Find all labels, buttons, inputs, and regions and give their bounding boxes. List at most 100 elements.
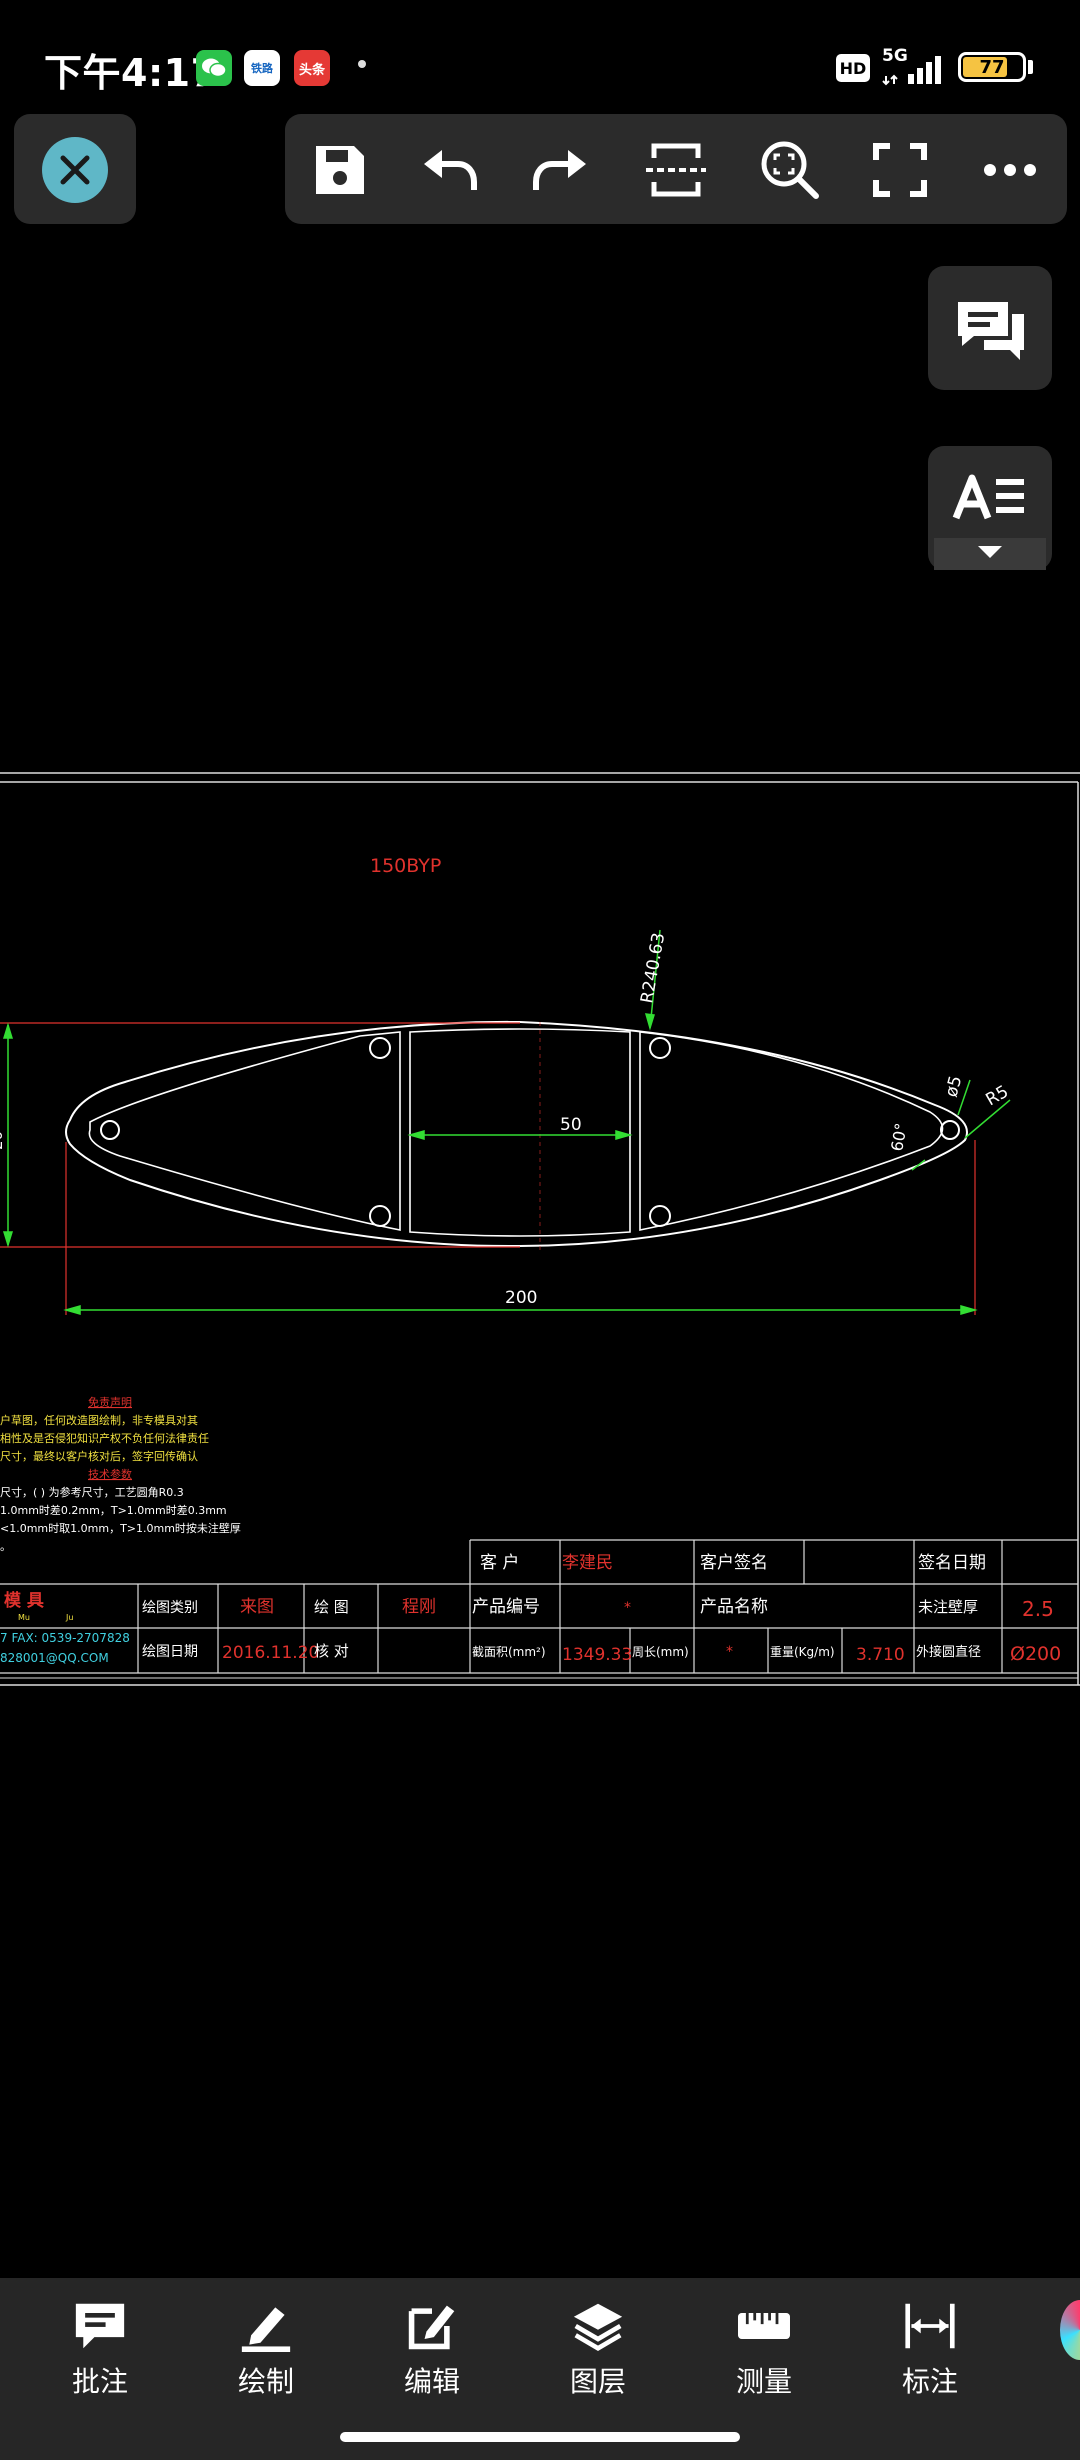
redo-button[interactable] [526, 136, 594, 204]
company-sub-ju: Ju [65, 1613, 73, 1622]
area-label: 截面积(mm²) [472, 1645, 546, 1659]
product-no-label: 产品编号 [472, 1597, 540, 1617]
nav-color-icon[interactable] [1060, 2300, 1080, 2360]
drawer-value: 程刚 [402, 1597, 436, 1617]
layers-icon [573, 2303, 623, 2351]
nav-layers-label: 图层 [569, 2365, 626, 2398]
redo-icon [533, 150, 586, 190]
nav-comment-label: 批注 [71, 2365, 128, 2398]
undo-icon [424, 150, 477, 190]
customer-value: 李建民 [562, 1553, 613, 1573]
comment-icon [75, 2303, 125, 2349]
railway-app-icon: 铁路 [244, 50, 280, 86]
nav-measure-label: 测量 [735, 2365, 792, 2398]
customer-sign-label: 客户签名 [700, 1553, 768, 1573]
comments-panel-button[interactable] [928, 266, 1052, 390]
home-indicator[interactable] [340, 2432, 740, 2442]
extension-lines [0, 1022, 976, 1315]
cad-drawing-canvas[interactable]: 150BYP R240.63 ø5 R5 60° 50 200 20 [0, 770, 1080, 1690]
wechat-icon [196, 50, 232, 86]
perimeter-value: * [726, 1644, 733, 1660]
network-label: 5G [882, 46, 908, 66]
signal-icon [882, 56, 941, 86]
dim-radius: R240.63 [637, 931, 669, 1005]
status-bar: 下午4:17 铁路 头条 HD 5G 77 [0, 0, 1080, 130]
notes-line-4: 尺寸，( ) 为参考尺寸，工艺圆角R0.3 [0, 1485, 184, 1499]
nav-edit[interactable]: 编辑 [362, 2300, 502, 2400]
drawing-title: 150BYP [370, 855, 441, 877]
text-style-button[interactable] [928, 446, 1052, 570]
nav-draw-label: 绘制 [237, 2365, 294, 2398]
zoom-extent-button[interactable] [756, 136, 824, 204]
hd-badge: HD [836, 54, 870, 82]
section-view-icon [646, 143, 706, 197]
drawer-label: 绘 图 [314, 1598, 349, 1616]
edit-icon [408, 2305, 455, 2350]
check-label: 核 对 [314, 1642, 349, 1660]
title-block-grid [0, 1539, 1078, 1674]
chat-icon [958, 302, 1024, 360]
notes-line-1: 相性及是否侵犯知识产权不负任何法律责任 [0, 1431, 209, 1445]
pencil-icon [241, 2307, 291, 2352]
notes-line-3: 技术参数 [88, 1467, 132, 1481]
product-no-value: * [624, 1600, 631, 1616]
status-time: 下午4:17 [44, 51, 218, 95]
dimension-icon [905, 2303, 955, 2349]
dimension-lines [2, 929, 1011, 1315]
railway-app-label: 铁路 [251, 62, 273, 75]
battery-level: 77 [979, 56, 1005, 78]
customer-label: 客 户 [480, 1553, 519, 1573]
dim-r5: R5 [983, 1082, 1013, 1111]
text-format-icon [934, 474, 1046, 570]
notes-line-2: 尺寸，最终以客户核对后，签字回传确认 [0, 1449, 198, 1463]
toutiao-label: 头条 [298, 62, 325, 78]
section-button[interactable] [642, 136, 710, 204]
nav-draw[interactable]: 绘制 [196, 2300, 336, 2400]
toutiao-icon: 头条 [294, 50, 330, 86]
date-value: 2016.11.20 [222, 1643, 319, 1663]
profile-shape [65, 1020, 968, 1248]
nav-dimension-label: 标注 [901, 2365, 958, 2398]
notes-block: 免责声明 户草图，任何改造图绘制，非专模具对其 相性及是否侵犯知识产权不负任何法… [0, 1395, 241, 1553]
save-icon [316, 146, 364, 194]
wall-label: 未注壁厚 [918, 1598, 978, 1616]
drawing-type-value: 来图 [240, 1597, 274, 1617]
notes-line-5: 1.0mm时差0.2mm，T>1.0mm时差0.3mm [0, 1503, 227, 1517]
ruler-icon [738, 2313, 790, 2339]
product-name-label: 产品名称 [700, 1597, 768, 1617]
sign-date-label: 签名日期 [918, 1553, 986, 1573]
fullscreen-icon [873, 143, 927, 197]
company-sub-mu: Mu [18, 1613, 30, 1622]
company-name: 模 具 [4, 1590, 44, 1611]
nav-layers[interactable]: 图层 [528, 2300, 668, 2400]
notes-line-6: <1.0mm时取1.0mm，T>1.0mm时按未注壁厚 [0, 1521, 241, 1535]
nav-measure[interactable]: 测量 [694, 2300, 834, 2400]
notes-line-7: 。 [0, 1540, 11, 1553]
dim-angle: 60° [887, 1121, 911, 1152]
weight-value: 3.710 [856, 1645, 905, 1665]
dim-inner-width: 50 [560, 1115, 582, 1135]
dim-total-width: 200 [505, 1288, 537, 1308]
undo-button[interactable] [416, 136, 484, 204]
battery-icon: 77 [958, 52, 1026, 82]
battery-tip [1028, 60, 1033, 74]
perimeter-label: 周长(mm) [632, 1645, 689, 1659]
nav-comment[interactable]: 批注 [30, 2300, 170, 2400]
dim-phi5: ø5 [942, 1074, 967, 1100]
notes-line-0: 户草图，任何改造图绘制，非专模具对其 [0, 1413, 198, 1427]
top-toolbar [285, 114, 1067, 224]
circle-value: Ø200 [1010, 1643, 1061, 1665]
company-fax: 7 FAX: 0539-2707828 [0, 1631, 130, 1645]
fullscreen-button[interactable] [866, 136, 934, 204]
company-email: 828001@QQ.COM [0, 1651, 109, 1665]
more-button[interactable] [976, 136, 1044, 204]
nav-edit-label: 编辑 [403, 2365, 460, 2398]
close-button[interactable] [42, 137, 108, 203]
nav-dimension[interactable]: 标注 [860, 2300, 1000, 2400]
weight-label: 重量(Kg/m) [770, 1645, 835, 1659]
close-icon [60, 155, 90, 185]
wall-value: 2.5 [1022, 1597, 1054, 1621]
save-button[interactable] [306, 136, 374, 204]
notes-disclaimer-title: 免责声明 [88, 1395, 132, 1409]
zoom-icon [761, 141, 819, 199]
